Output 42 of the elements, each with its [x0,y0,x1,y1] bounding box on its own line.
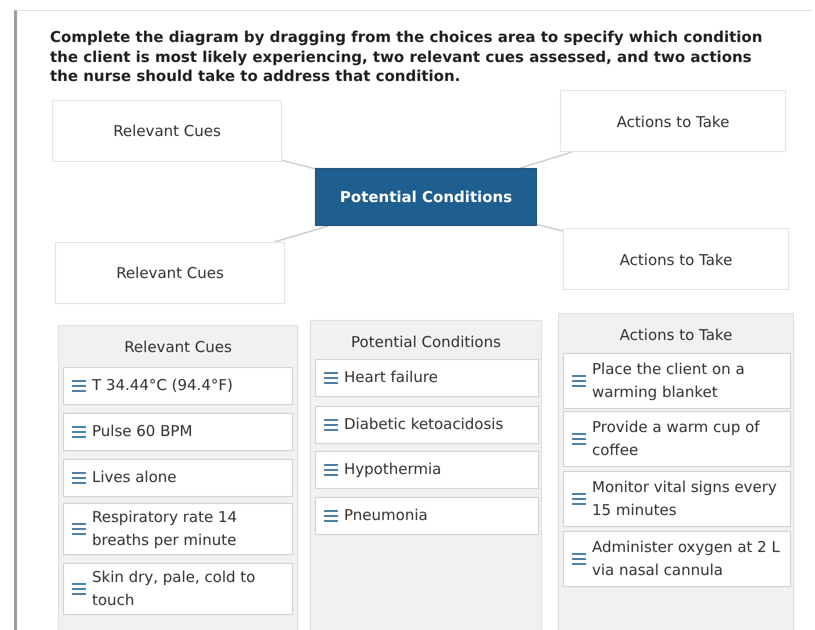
column-header: Potential Conditions [350,333,502,351]
choice-card [63,563,293,615]
choice-text: Skin dry, pale, cold to touch [92,566,256,611]
choice-card [315,451,539,489]
connector-line [274,225,329,243]
choice-card [315,497,539,535]
drop-zone: Relevant Cues [55,242,285,304]
choice-text: Place the client on a warming blanket [592,358,746,403]
choice-card [63,459,293,497]
choice-text: Pulse 60 BPM [92,421,192,442]
drop-zone: Relevant Cues [52,100,282,162]
choice-card [315,359,539,397]
choice-card [563,471,791,527]
connector-line [536,224,564,232]
connector-line [520,151,572,169]
choice-text: Pneumonia [344,505,428,526]
choice-text: Lives alone [92,467,176,488]
choice-text: Administer oxygen at 2 L via nasal cannula [592,536,781,581]
instruction-text: Complete the diagram by dragging from the choices area to specify which condition the client is most likely experiencing, two relevant cues assessed, and two actions the nurse should take to address that condition. [50,28,764,86]
column-header: Relevant Cues [123,338,233,356]
choice-card [563,411,791,467]
condition-box: Potential Conditions [315,168,537,226]
drop-zone: Actions to Take [563,228,789,290]
choice-card [63,413,293,451]
choice-card [63,367,293,405]
choices-panel [58,325,298,630]
drop-zone: Actions to Take [560,90,786,152]
choice-text: Respiratory rate 14 breaths per minute [92,506,238,551]
choice-text: Diabetic ketoacidosis [344,414,504,436]
column-header: Actions to Take [618,326,734,344]
choice-text: T 34.44°C (94.4°F) [92,375,233,396]
choices-panel [310,320,542,630]
choice-card [563,531,791,587]
choice-text: Hypothermia [344,459,442,480]
choice-text: Provide a warm cup of coffee [592,416,761,461]
choices-panel [558,313,794,630]
connector-line [282,160,316,170]
choice-card [315,406,539,444]
choice-card [63,503,293,555]
choice-text: Heart failure [344,367,438,388]
choice-text: Monitor vital signs every 15 minutes [592,476,778,521]
choice-card [563,353,791,409]
